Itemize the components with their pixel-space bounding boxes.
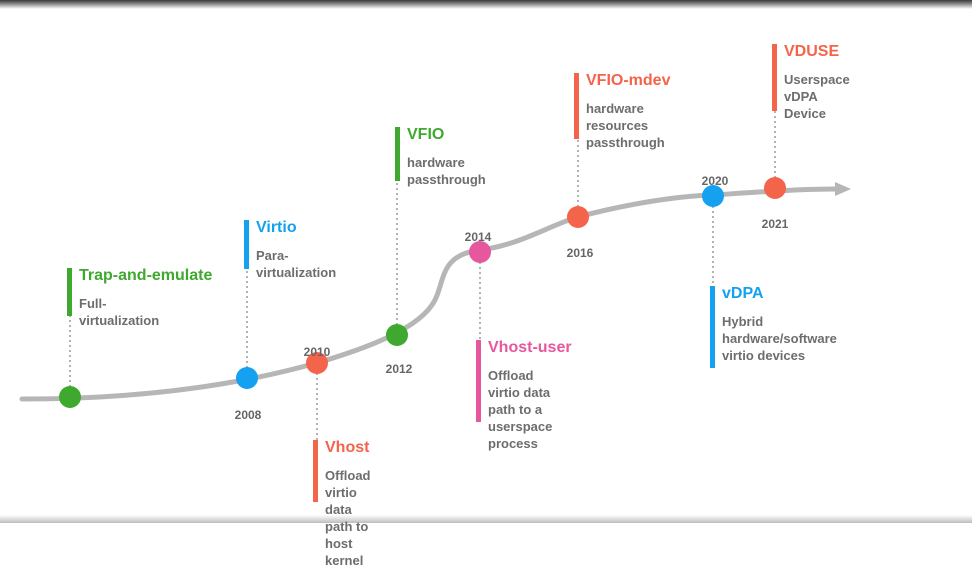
year-label-vhost-user: 2014 — [464, 230, 492, 244]
timeline-canvas — [19, 111, 851, 440]
milestone-description: Offload virtio data path to host kernel — [325, 468, 371, 568]
node-vduse — [764, 177, 786, 199]
node-vfio — [386, 324, 408, 346]
year-label-vduse: 2021 — [761, 217, 789, 231]
milestone-title: Virtio — [256, 219, 297, 236]
milestone-description: hardware passthrough — [407, 155, 486, 187]
milestone-accent-bar — [772, 44, 777, 111]
year-label-vfio-mdev: 2016 — [566, 246, 594, 260]
node-trap — [59, 386, 81, 408]
milestone-description: Para-virtualization — [256, 248, 337, 280]
milestone-accent-bar — [313, 440, 318, 502]
milestone-description: Full-virtualization — [79, 296, 160, 328]
milestone-title: VDUSE — [784, 43, 840, 60]
milestone-description: Offload virtio data path to a userspace … — [488, 368, 553, 451]
milestone-title: VFIO — [407, 126, 445, 143]
milestone-title: Vhost — [325, 439, 370, 456]
milestone-accent-bar — [574, 73, 579, 139]
top-border-shadow — [0, 0, 972, 9]
year-label-virtio: 2008 — [234, 408, 262, 422]
milestone-accent-bar — [476, 340, 481, 422]
timeline-arrowhead — [835, 182, 851, 196]
milestone-title: VFIO-mdev — [586, 72, 671, 89]
milestone-title: Vhost-user — [488, 339, 572, 356]
year-label-vdpa: 2020 — [701, 174, 729, 188]
milestone-title: vDPA — [722, 285, 764, 302]
bottom-border-shadow — [0, 515, 972, 523]
milestone-description: Userspace vDPA Device — [784, 72, 850, 121]
year-label-vhost: 2010 — [303, 345, 331, 359]
node-vhost — [306, 352, 328, 374]
milestone-accent-bar — [395, 127, 400, 181]
milestone-description: Hybrid hardware/software virtio devices — [722, 314, 837, 363]
year-label-vfio: 2012 — [385, 362, 413, 376]
node-vdpa — [702, 185, 724, 207]
node-virtio — [236, 367, 258, 389]
milestone-description: hardware resources passthrough — [586, 101, 665, 150]
node-vfio-mdev — [567, 206, 589, 228]
milestone-accent-bar — [244, 220, 249, 269]
milestone-title: Trap-and-emulate — [79, 267, 213, 284]
milestone-accent-bar — [67, 268, 72, 316]
milestone-accent-bar — [710, 286, 715, 368]
node-vhost-user — [469, 241, 491, 263]
